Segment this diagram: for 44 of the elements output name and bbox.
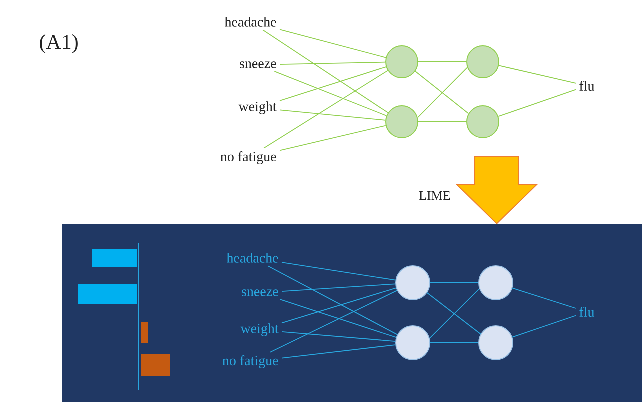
feature-label: sneeze [242, 290, 278, 296]
connection-line [262, 30, 389, 114]
connection-line [268, 266, 398, 336]
neuron-circle [386, 46, 418, 78]
neuron-circle [396, 326, 430, 360]
connection-line [280, 29, 386, 58]
connection-line [282, 288, 397, 324]
connection-line [280, 299, 397, 338]
connection-line [282, 331, 396, 342]
connection-line [264, 70, 388, 149]
connection-line [498, 65, 576, 84]
feature-label: headache [226, 253, 278, 263]
connection-line [430, 282, 479, 284]
connection-line [430, 342, 479, 344]
connection-line [282, 284, 396, 292]
feature-label: weight [240, 324, 279, 336]
connection-line [282, 344, 396, 359]
connection-line [498, 89, 576, 118]
neuron-circle [396, 266, 430, 300]
connection-line [512, 288, 576, 309]
connection-line [280, 62, 386, 65]
panel-background [62, 224, 642, 402]
feature-label: flu [580, 307, 595, 317]
neuron-circle [466, 106, 500, 138]
block-arrow [456, 156, 538, 224]
neuron-circle [386, 106, 418, 138]
feature-label: sneeze [240, 62, 276, 68]
connection-line [282, 262, 396, 281]
neuron-circle [466, 46, 500, 78]
edge-label: LIME [419, 192, 450, 200]
feature-label: no fatigue [220, 152, 276, 164]
neuron-circle [478, 326, 514, 360]
connection-line [274, 71, 388, 116]
connection-line [280, 125, 386, 152]
connection-line [280, 66, 387, 102]
neuron-circle [478, 266, 514, 300]
panel-label: (A1) [40, 34, 78, 54]
connection-line [280, 110, 386, 121]
connection-line [270, 290, 398, 353]
feature-label: weight [238, 102, 277, 114]
feature-label: flu [580, 81, 595, 91]
connection-line [512, 315, 576, 338]
feature-label: headache [224, 17, 276, 27]
feature-label: no fatigue [222, 356, 278, 368]
